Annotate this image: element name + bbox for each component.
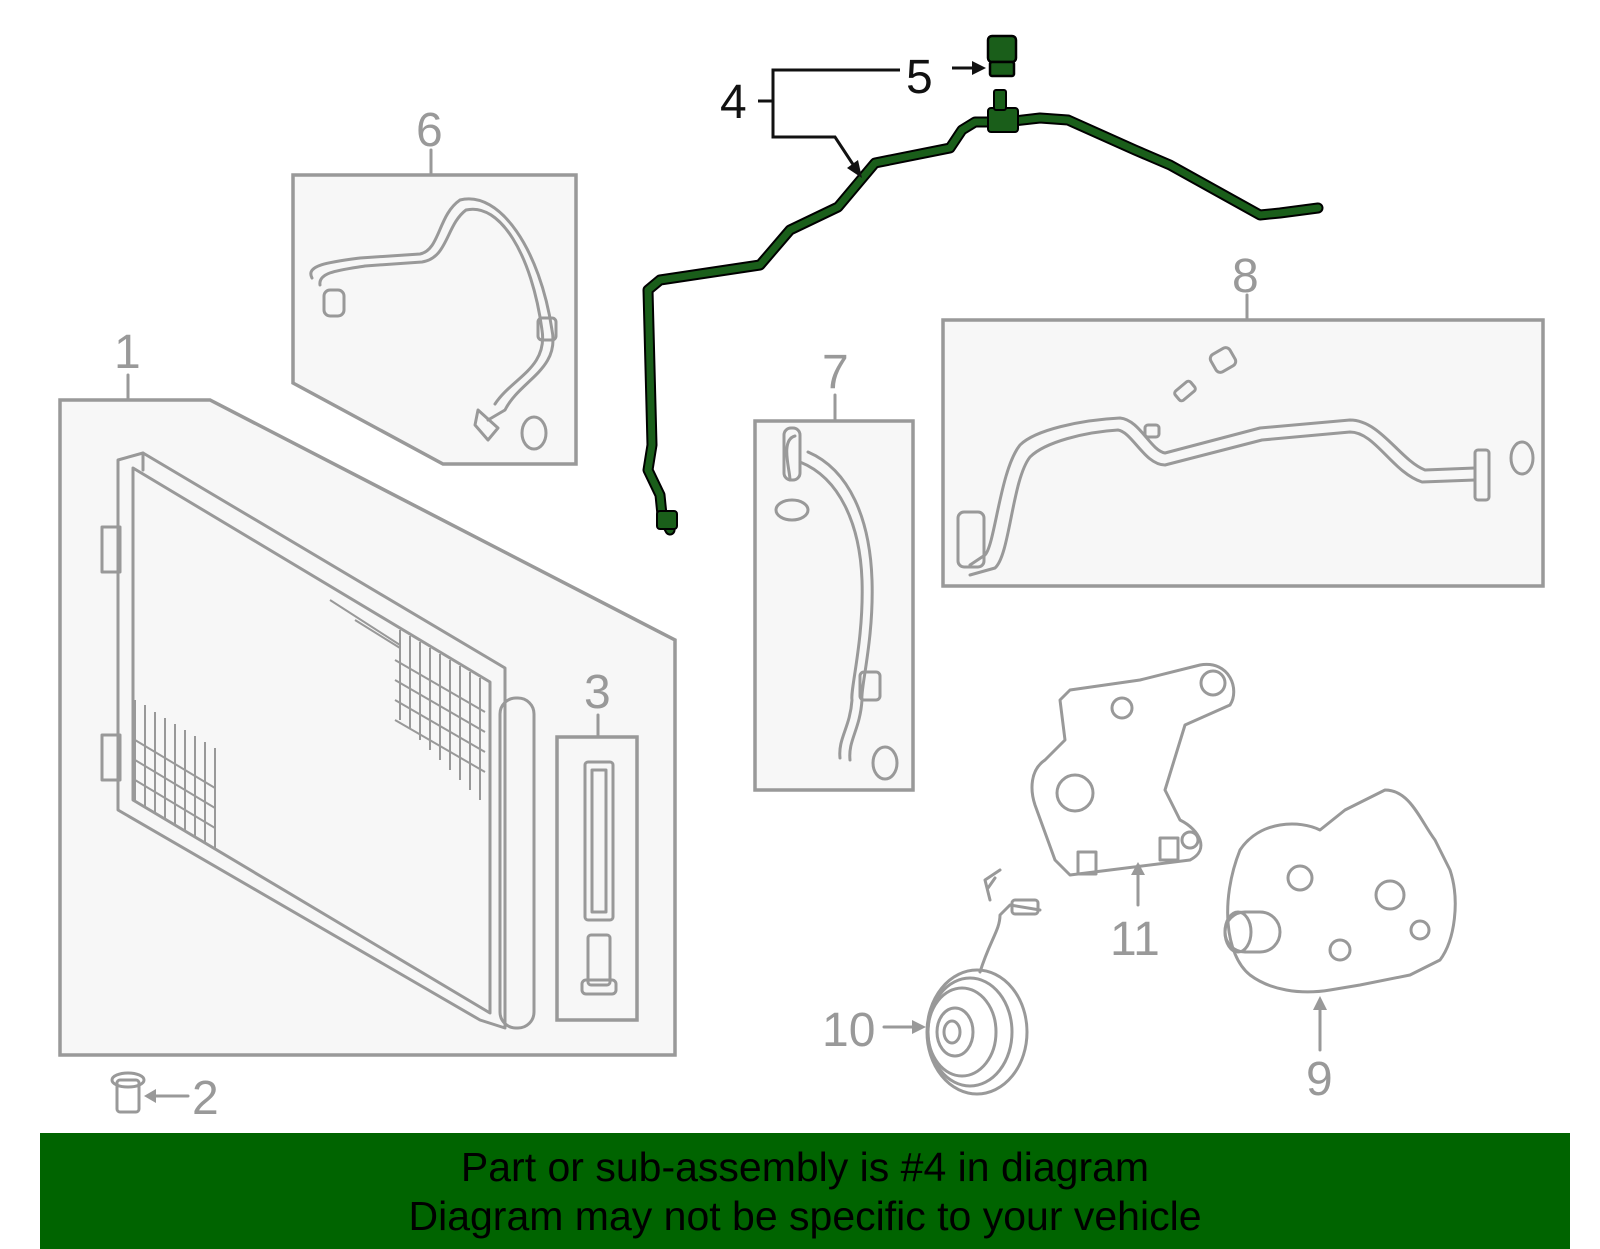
banner-line-2: Diagram may not be specific to your vehi… [408, 1193, 1202, 1239]
callout-2: 2 [192, 1072, 219, 1125]
part-3-drier[interactable]: 3 [555, 666, 639, 1022]
part-11-bracket[interactable]: 11 [1030, 663, 1236, 966]
banner-line-1: Part or sub-assembly is #4 in diagram [460, 1144, 1150, 1190]
callout-5: 5 [906, 51, 933, 104]
part-6-suction-hose[interactable]: 6 [291, 104, 578, 466]
callout-11: 11 [1110, 913, 1160, 966]
part-9-compressor[interactable]: 9 [1223, 788, 1457, 1106]
part-1-condenser[interactable]: 1 [58, 326, 677, 1057]
part-8-liquid-line[interactable]: 8 [941, 250, 1545, 588]
part-7-discharge-hose[interactable]: 7 [753, 346, 915, 792]
callout-8: 8 [1232, 250, 1259, 303]
part-10-clutch[interactable]: 10 [822, 868, 1042, 1096]
callout-1: 1 [114, 326, 141, 379]
callout-4-leader: 4 [720, 68, 900, 178]
callout-7: 7 [822, 346, 849, 399]
part-4-ac-line-highlighted[interactable] [642, 89, 1324, 536]
callout-9: 9 [1306, 1053, 1333, 1106]
part-5-valve-cap-highlighted[interactable]: 5 [906, 34, 1018, 104]
callout-3: 3 [584, 666, 611, 719]
callout-6: 6 [416, 104, 443, 157]
callout-4: 4 [720, 76, 747, 129]
part-2-cap[interactable]: 2 [110, 1071, 219, 1125]
info-banner: Part or sub-assembly is #4 in diagram Di… [40, 1133, 1570, 1249]
callout-10: 10 [822, 1004, 875, 1057]
